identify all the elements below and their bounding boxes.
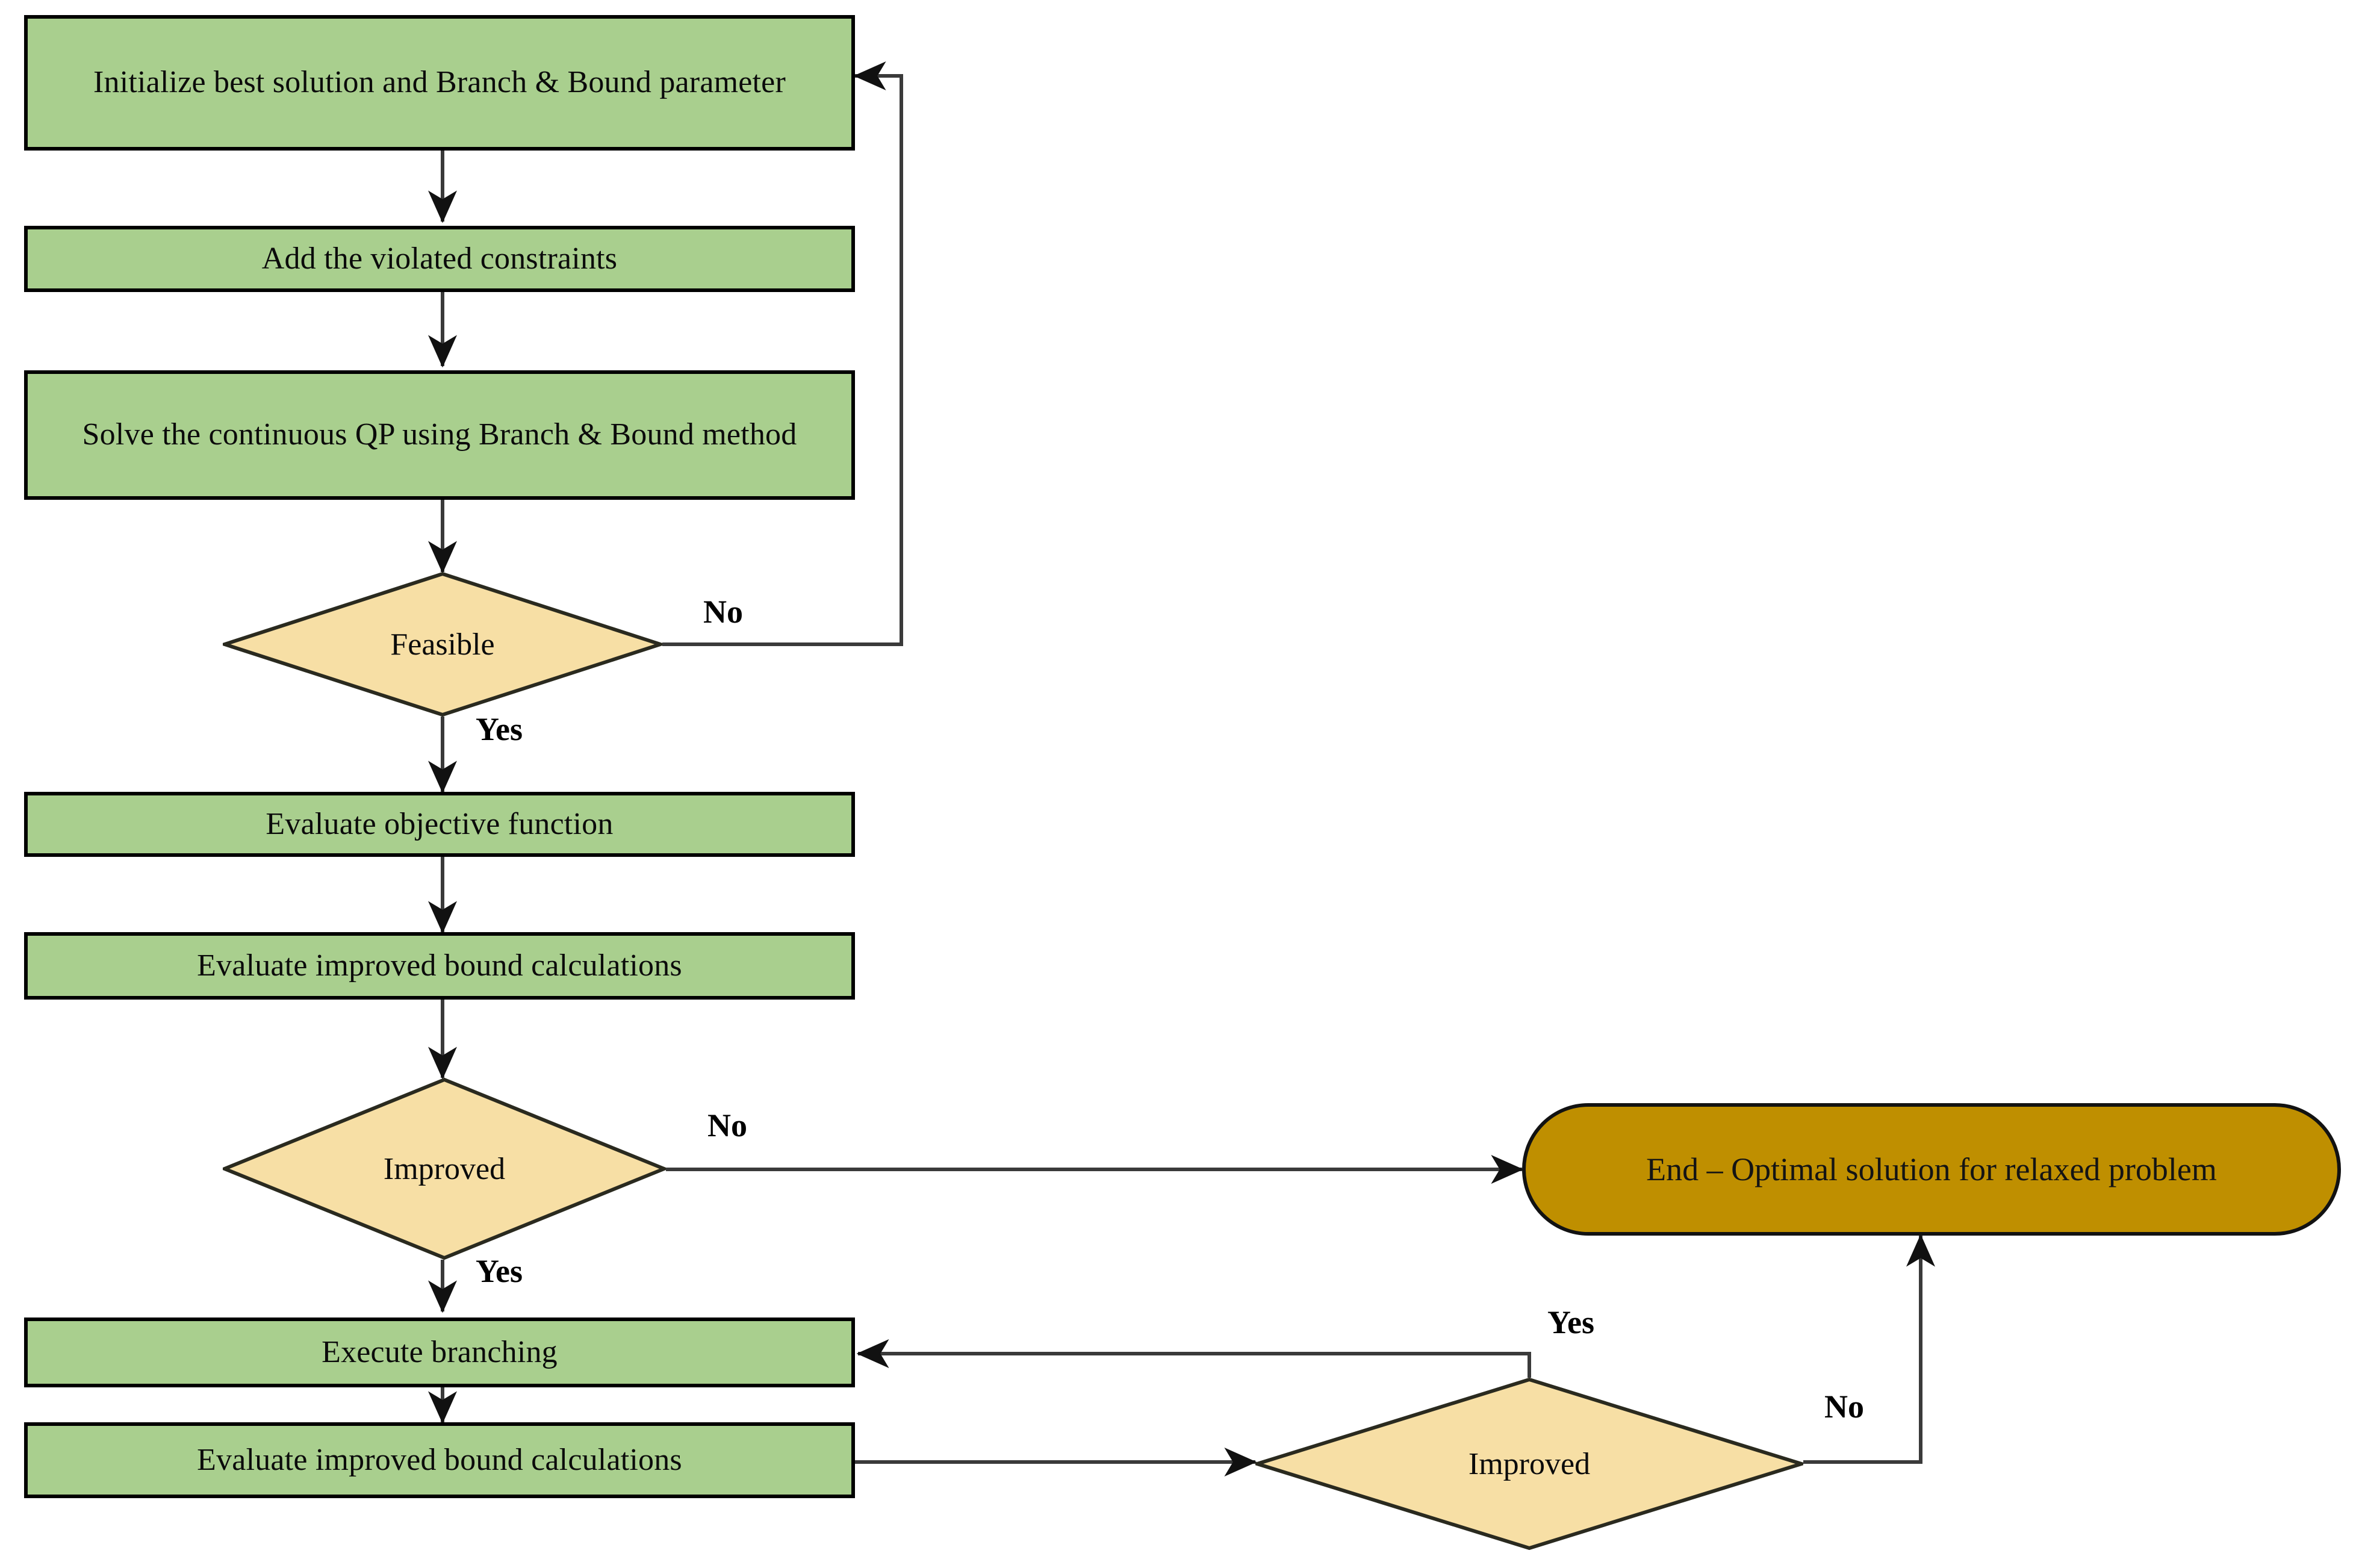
node-end-optimal-solution[interactable]: End – Optimal solution for relaxed probl… — [1522, 1103, 2341, 1236]
node-execute-branching-label: Execute branching — [322, 1334, 558, 1369]
node-improved-decision-2[interactable]: Improved — [1255, 1378, 1803, 1550]
feasible-diamond-outline — [223, 572, 662, 717]
node-evaluate-improved-bound-1-label: Evaluate improved bound calculations — [197, 948, 682, 983]
node-feasible-decision[interactable]: Feasible — [223, 572, 662, 717]
node-add-violated-constraints-label: Add the violated constraints — [261, 241, 618, 276]
improved-2-diamond-outline — [1255, 1378, 1803, 1550]
node-end-optimal-solution-label: End – Optimal solution for relaxed probl… — [1646, 1151, 2217, 1187]
edge-label-feasible-yes: Yes — [476, 711, 523, 747]
node-feasible-label: Feasible — [390, 627, 495, 662]
node-execute-branching[interactable]: Execute branching — [24, 1318, 855, 1387]
node-improved-decision-1[interactable]: Improved — [223, 1078, 666, 1260]
node-evaluate-objective-function[interactable]: Evaluate objective function — [24, 792, 855, 857]
improved-1-diamond-outline — [223, 1078, 666, 1260]
node-improved-decision-1-label: Improved — [383, 1151, 506, 1186]
edge-label-improved-2-no: No — [1824, 1389, 1864, 1425]
edge-improved-2-no-to-end — [1803, 1234, 1935, 1464]
node-improved-decision-2-label: Improved — [1468, 1446, 1591, 1481]
edge-label-feasible-no: No — [703, 594, 743, 630]
node-evaluate-improved-bound-2-label: Evaluate improved bound calculations — [197, 1442, 682, 1477]
node-initialize[interactable]: Initialize best solution and Branch & Bo… — [24, 15, 855, 151]
node-evaluate-objective-function-label: Evaluate objective function — [266, 806, 614, 841]
node-add-violated-constraints[interactable]: Add the violated constraints — [24, 226, 855, 292]
node-solve-continuous-qp[interactable]: Solve the continuous QP using Branch & B… — [24, 370, 855, 500]
edge-improved-2-yes-to-execute-branching — [856, 1339, 1531, 1378]
node-evaluate-improved-bound-1[interactable]: Evaluate improved bound calculations — [24, 932, 855, 1000]
node-evaluate-improved-bound-2[interactable]: Evaluate improved bound calculations — [24, 1422, 855, 1498]
node-solve-continuous-qp-label: Solve the continuous QP using Branch & B… — [82, 417, 797, 452]
edge-label-improved-2-yes: Yes — [1547, 1304, 1594, 1340]
edge-label-improved-1-no: No — [707, 1107, 747, 1143]
edge-feasible-no-loopback — [662, 61, 903, 646]
node-initialize-label: Initialize best solution and Branch & Bo… — [93, 65, 786, 100]
edge-label-improved-1-yes: Yes — [476, 1253, 523, 1289]
